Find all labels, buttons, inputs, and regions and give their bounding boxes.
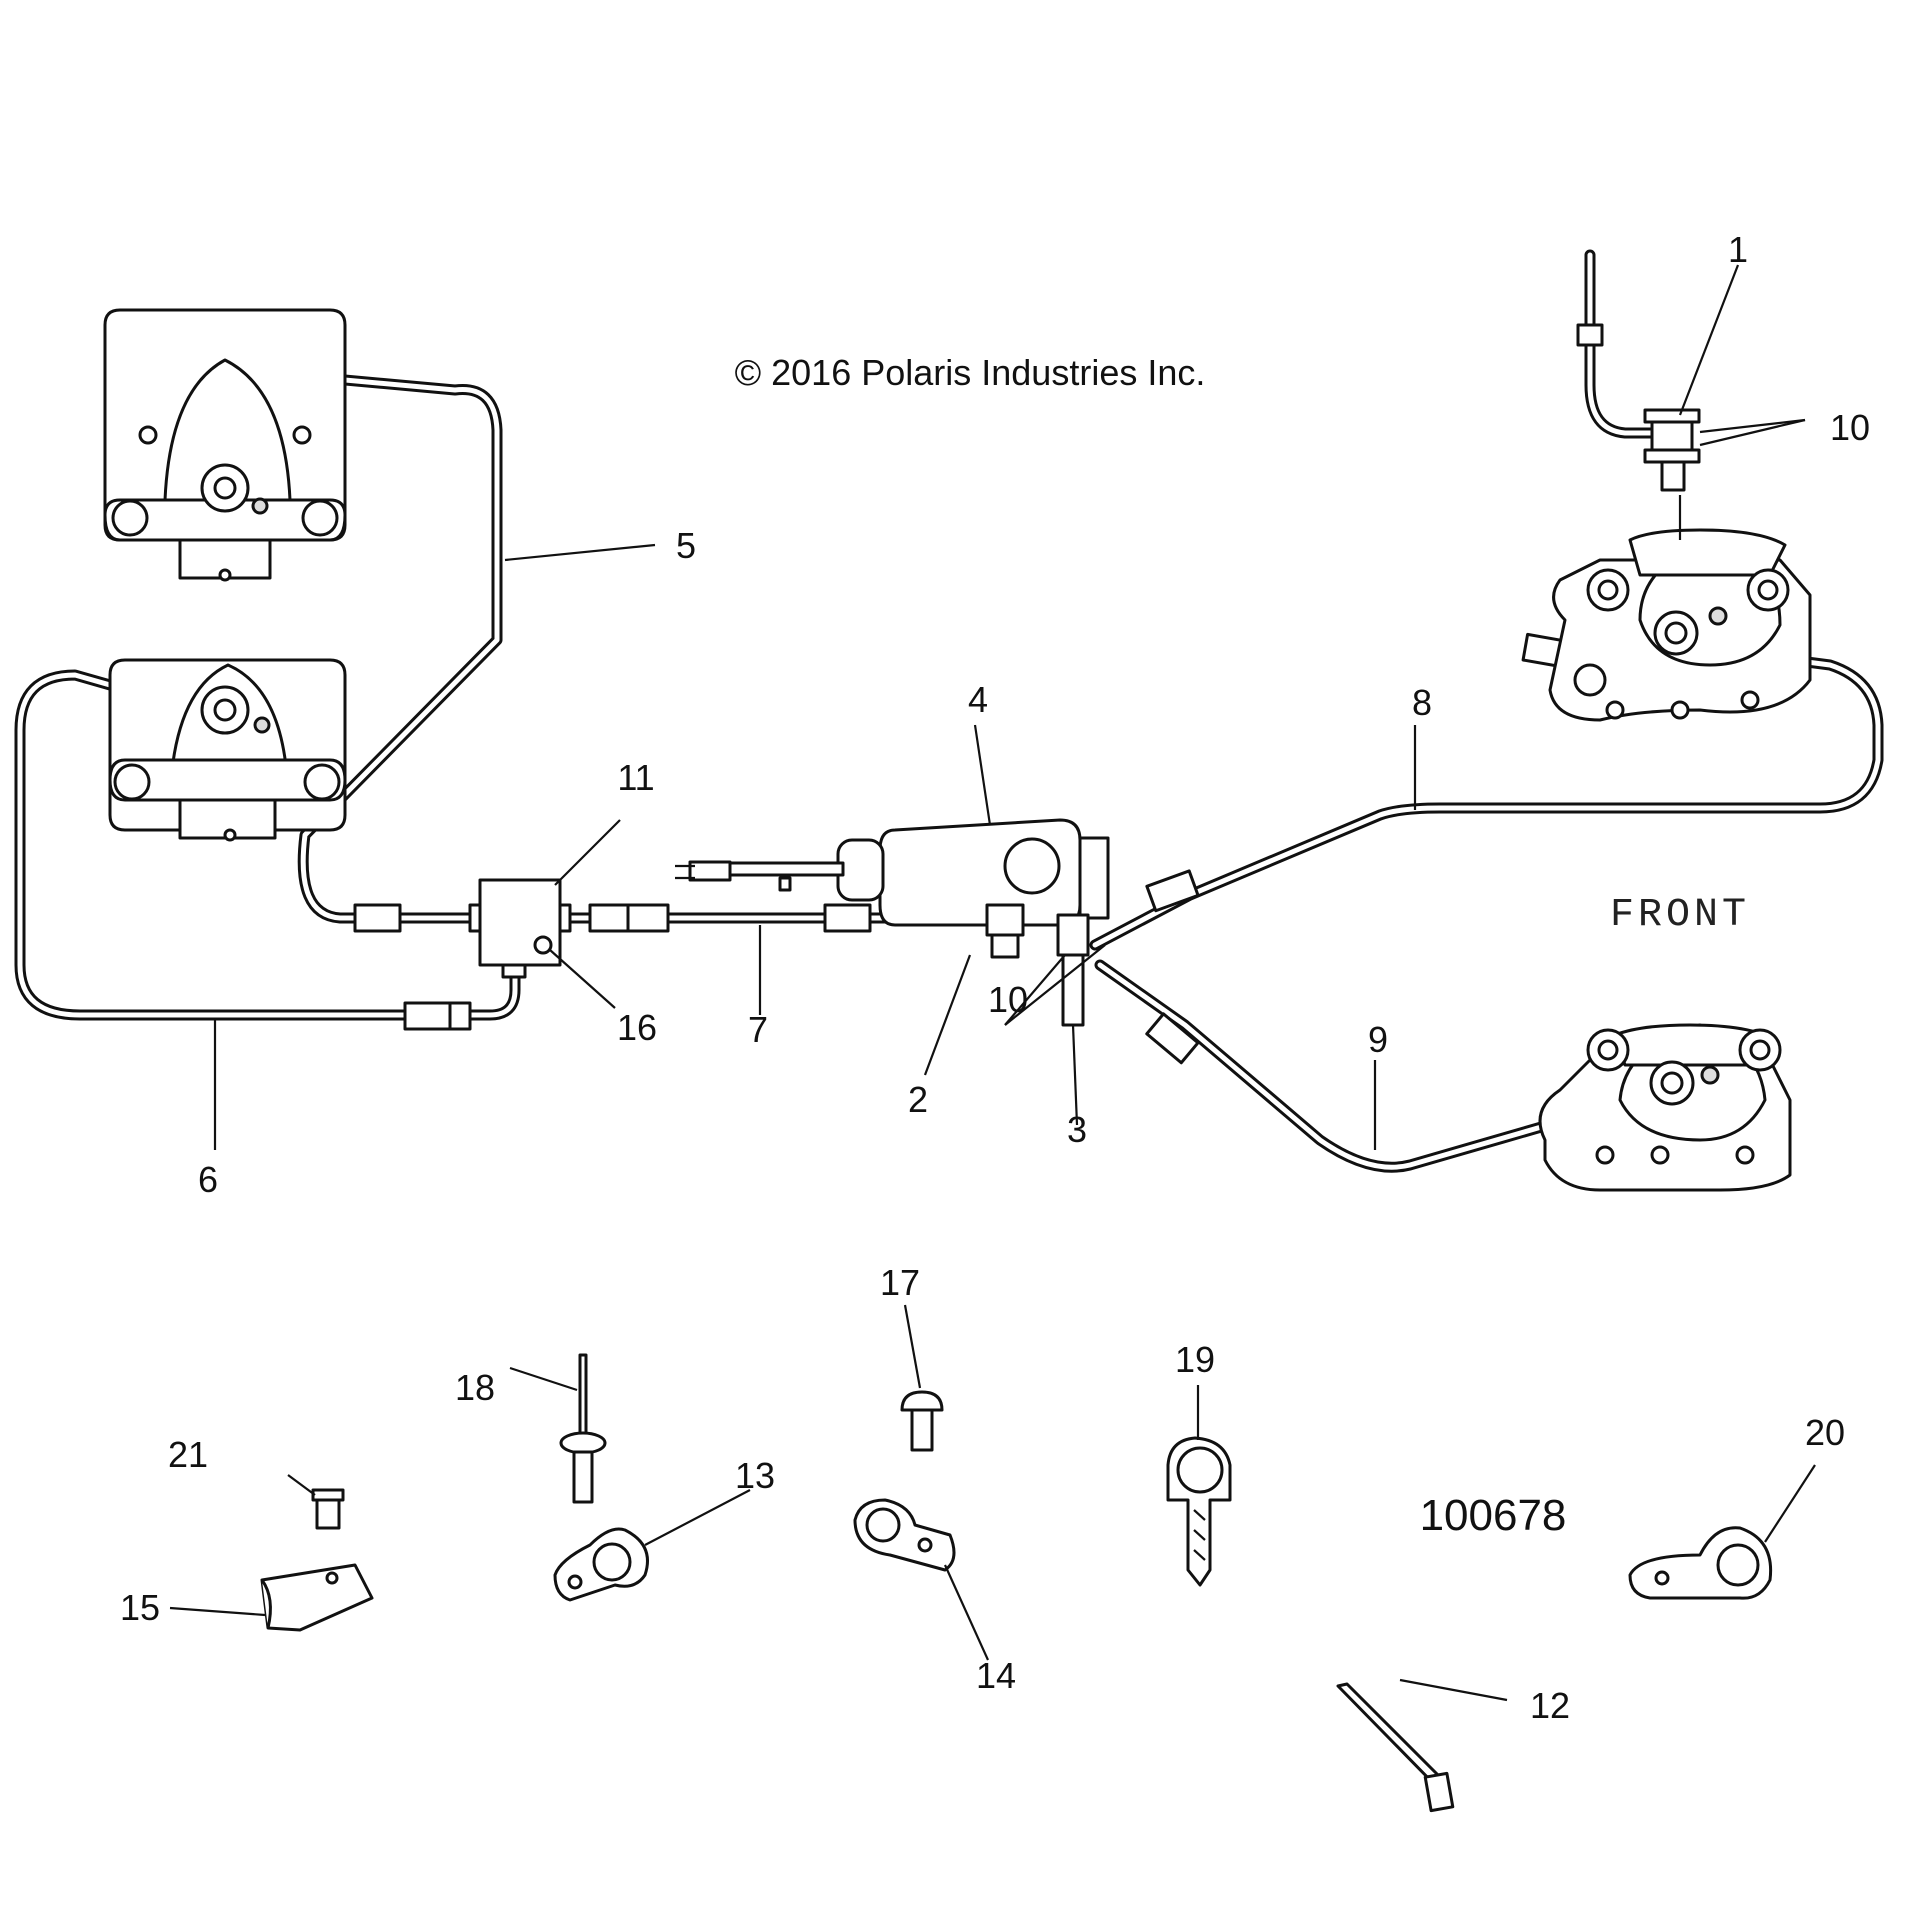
caliper-rear-lower-left: [108, 658, 347, 842]
callout-1: 1: [1728, 229, 1748, 270]
clip-19: [1166, 1436, 1232, 1587]
screw-17: [900, 1390, 944, 1452]
callout-20: 20: [1805, 1412, 1845, 1453]
rear-hose-top-right: [1576, 249, 1671, 439]
callout-9: 9: [1368, 1019, 1388, 1060]
callout-6: 6: [198, 1159, 218, 1200]
callout-8: 8: [1412, 682, 1432, 723]
junction-block: [468, 878, 572, 979]
brake-line-6: [14, 669, 521, 1021]
callout-4: 4: [968, 679, 988, 720]
callout-7: 7: [748, 1009, 768, 1050]
diagram-part-number: 100678: [1420, 1491, 1567, 1540]
brake-line-9: [1094, 959, 1656, 1173]
rivet-21: [311, 1488, 345, 1530]
caliper-rear-upper-left: [103, 308, 347, 582]
callout-11: 11: [617, 757, 654, 798]
callout-3: 3: [1067, 1109, 1087, 1150]
p-clamp-13: [553, 1527, 649, 1602]
brake-line-5: [284, 369, 503, 924]
p-clamp-14: [853, 1498, 956, 1572]
p-clamp-20: [1628, 1526, 1773, 1600]
callout-17: 17: [880, 1262, 920, 1303]
callout-15: 15: [120, 1587, 160, 1628]
callout-10-lower: 10: [988, 979, 1028, 1020]
callout-16: 16: [617, 1007, 657, 1048]
callout-19: 19: [1175, 1339, 1215, 1380]
clip-15: [260, 1563, 374, 1632]
callout-21: 21: [168, 1434, 208, 1475]
callout-10-upper: 10: [1830, 407, 1870, 448]
rivet-18: [559, 1353, 607, 1504]
callout-18: 18: [455, 1367, 495, 1408]
master-cylinder: [675, 818, 1110, 1027]
leader-lines: [169, 264, 1816, 1702]
copyright-notice: © 2016 Polaris Industries Inc.: [735, 352, 1206, 393]
callout-14: 14: [976, 1655, 1016, 1696]
caliper-front-upper-right: [1548, 528, 1812, 722]
line-fittings: [139, 333, 1610, 1119]
callout-2: 2: [908, 1079, 928, 1120]
front-label: FRONT: [1610, 893, 1750, 938]
callout-5: 5: [676, 525, 696, 566]
brake-line-8: [1089, 644, 1884, 951]
callout-13: 13: [735, 1455, 775, 1496]
banjo-bolt-1: [1643, 408, 1701, 492]
caliper-front-lower-right: [1538, 1023, 1792, 1192]
callout-numbers: 1 2 3 4 5 6 7 8 9 10 10 11 12 13 14 15 1…: [120, 229, 1870, 1726]
cable-tie-12: [1336, 1682, 1455, 1813]
callout-12: 12: [1530, 1685, 1570, 1726]
